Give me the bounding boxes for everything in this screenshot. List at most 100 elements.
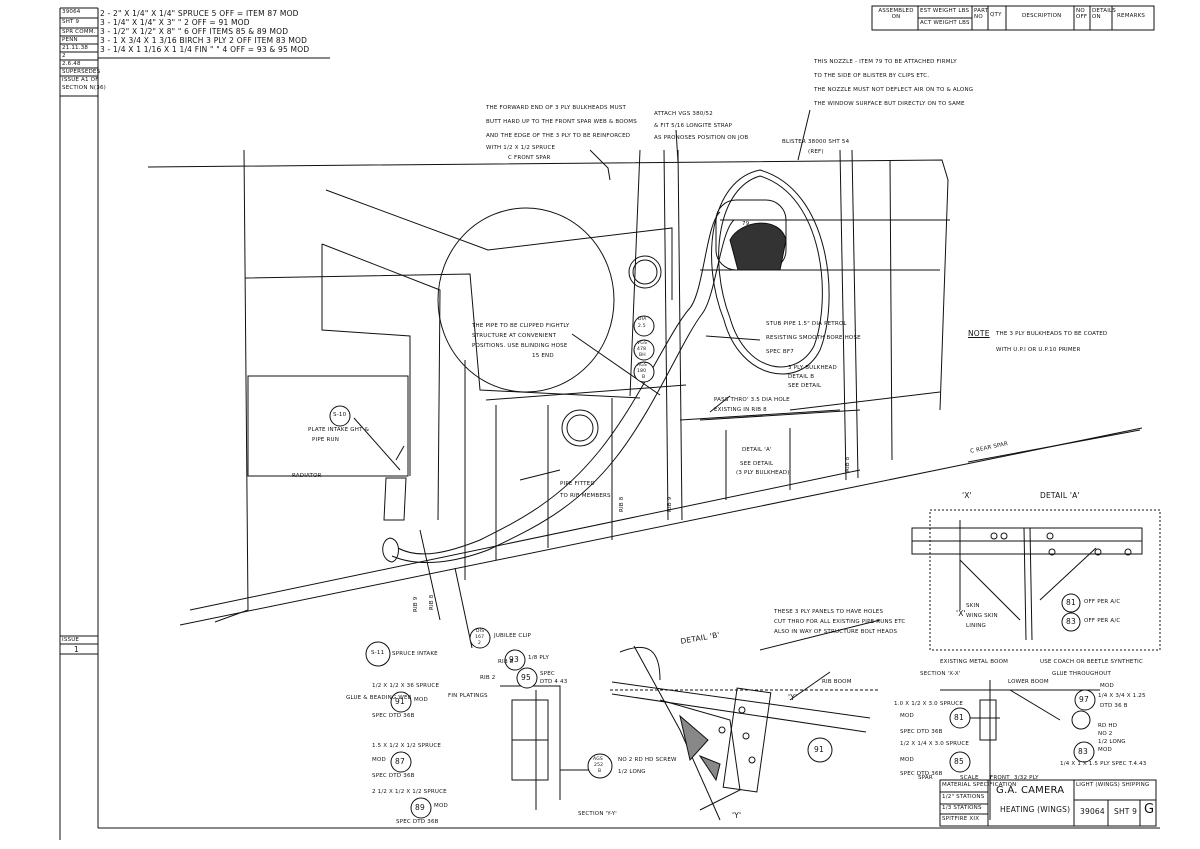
rev-description: Description bbox=[1022, 13, 1062, 19]
spec-91: 1/2 x 1/2 x 36 Spruce bbox=[372, 683, 440, 689]
blister-outline bbox=[711, 169, 830, 375]
strip-date: 21.11.38 bbox=[62, 45, 89, 51]
parts-list-line: 3 - 1/4" x 1/4" x 3" " 2 off = 91 mod bbox=[100, 18, 250, 27]
callout-97 bbox=[1074, 689, 1096, 711]
rib-label: Rib 9 bbox=[667, 496, 673, 512]
rib-boom-label: Rib Boom bbox=[822, 679, 852, 685]
strip-section: Section N(36) bbox=[62, 85, 106, 91]
y-mark: 'Y' bbox=[732, 811, 742, 820]
drawing-number: 39064 bbox=[1080, 807, 1105, 816]
existing-metal-boom: Existing Metal Boom bbox=[940, 659, 1009, 665]
bolt-note: 1/2 long bbox=[618, 769, 646, 775]
stamp-ags-text: B bbox=[642, 375, 646, 380]
rev-assembled-on: Assembled on bbox=[878, 8, 914, 20]
rev-remarks: Remarks bbox=[1117, 13, 1146, 19]
stub-pipe-note: Stub pipe 1.5" Dia Petrol bbox=[766, 321, 847, 327]
parts-list-line: 3 - 1 x 3/4 x 1 3/16 Birch 3 Ply 2 off I… bbox=[100, 36, 308, 45]
ply-bulkhead-note: See Detail bbox=[788, 383, 822, 389]
rev-part-no: Part No bbox=[974, 8, 989, 20]
strip-date2: 2.6.48 bbox=[62, 61, 81, 67]
pipe-clipped-note: structure at convenient bbox=[472, 333, 557, 339]
fin-platings-label: Fin Platings bbox=[448, 693, 488, 699]
heating-pipe bbox=[397, 211, 721, 555]
callout-85r bbox=[949, 751, 971, 773]
spec-81r: Spec DTD 36B bbox=[900, 729, 943, 735]
m2-screw-note: Rd Hd bbox=[1098, 723, 1118, 729]
spec-93: 1/8 Ply bbox=[528, 655, 550, 661]
camera-window-outline bbox=[437, 207, 615, 393]
stamp-vgs-text: BH bbox=[639, 353, 646, 358]
spec-85r: Spec DTD 36B bbox=[900, 771, 943, 777]
bolt-note: No 2 Rd Hd Screw bbox=[618, 757, 677, 763]
radiator-label: Radiator bbox=[292, 473, 322, 479]
stamp-ags-text: 180 bbox=[637, 369, 647, 374]
pipe-fitted-note: Pipe fitted bbox=[560, 481, 595, 487]
skin-label: Wing skin bbox=[966, 613, 998, 619]
ags-stamp-text: B bbox=[598, 769, 602, 774]
ags-stamp-text: AGS bbox=[593, 757, 603, 762]
strip-num: 2 bbox=[62, 53, 66, 59]
note-text: with U.P.I or U.P.10 Primer bbox=[996, 347, 1081, 353]
parts-list-line: 3 - 1/4 x 1 1/16 x 1 1/4 Fin " " 4 off =… bbox=[100, 45, 310, 54]
stamp-ags-252 bbox=[587, 753, 613, 779]
detail-a2-title: Detail 'A' bbox=[1040, 491, 1080, 500]
pipe-clipped-note: positions. Use blinding hose bbox=[472, 343, 568, 349]
callout-s11-text: S-11 bbox=[371, 650, 385, 656]
callout-81 bbox=[1061, 593, 1081, 613]
callout-95 bbox=[516, 667, 538, 689]
callout-91b bbox=[807, 737, 833, 763]
spec-89: mod bbox=[434, 803, 448, 809]
stamp-dia-text: 2.5 bbox=[638, 324, 646, 329]
wing-trailing-edge bbox=[179, 427, 1143, 626]
spec-89: 2 1/2 x 1/2 x 1/2 Spruce bbox=[372, 789, 447, 795]
front-small: Front bbox=[990, 775, 1010, 781]
callout-89 bbox=[410, 797, 432, 819]
ply-bulkhead-note: Detail B bbox=[788, 374, 815, 380]
sheet-number: SHT 9 bbox=[1114, 807, 1138, 816]
spec-97: 1/4 x 3/4 x 1.25 bbox=[1098, 693, 1146, 699]
detail-a-ref: Detail 'A' bbox=[742, 447, 772, 453]
callout-81-text: 81 bbox=[1066, 598, 1076, 607]
pass-thro-note: existing in Rib 8 bbox=[714, 407, 767, 413]
note-label: Note bbox=[968, 329, 990, 338]
use-coach-note: Glue throughout bbox=[1052, 671, 1112, 677]
skin-label: Skin bbox=[966, 603, 980, 609]
spec-87: mod bbox=[372, 757, 386, 763]
callout-s10-text: S-10 bbox=[333, 412, 347, 418]
callout-81r-text: 81 bbox=[954, 713, 964, 722]
blister-note: (Ref) bbox=[808, 149, 824, 155]
nozzle-note-line: to the side of blister by clips etc. bbox=[814, 73, 930, 79]
strip-penn: PENN bbox=[62, 37, 78, 43]
scale-label: Scale bbox=[960, 775, 979, 781]
stub-pipe-note: Spec BF7 bbox=[766, 349, 794, 355]
ply-bulkhead-note: 3 Ply Bulkhead bbox=[788, 365, 837, 371]
forward-end-note-line: with 1/2 x 1/2 Spruce bbox=[486, 145, 556, 151]
section-yy-title: Section 'Y-Y' bbox=[578, 811, 618, 817]
callout-jubilee-text: DIS bbox=[476, 629, 485, 634]
strip-issue-label: Issue bbox=[62, 637, 80, 643]
parts-list-line: 3 - 1/2" x 1/2" x 8" " 6 off Items 85 & … bbox=[100, 27, 289, 36]
jubilee-label: Jubilee Clip bbox=[494, 633, 532, 639]
spec-91: mod bbox=[414, 697, 428, 703]
spec-83r: mod bbox=[1098, 747, 1112, 753]
title-row: Spitfire XIX bbox=[942, 816, 980, 822]
detail-a-ref: (3 Ply Bulkhead) bbox=[736, 470, 790, 476]
rib-label: Rib 8 bbox=[429, 594, 435, 610]
callout-97-text: 97 bbox=[1079, 695, 1089, 704]
rev-details-on: Details on bbox=[1092, 8, 1116, 20]
strip-issue-value: 1 bbox=[74, 645, 79, 654]
rev-est-weight: Est Weight lbs bbox=[920, 8, 970, 14]
spec-89: Spec DTD 36B bbox=[396, 819, 439, 825]
stamp-ags-small bbox=[1071, 710, 1091, 730]
attach-note: as pronoses position on job bbox=[654, 135, 749, 141]
callout-jubilee-text: 167 bbox=[475, 635, 485, 640]
spec-81r: mod bbox=[900, 713, 914, 719]
spec-85r: 1/2 x 1/4 x 3.0 Spruce bbox=[900, 741, 970, 747]
revision-header-box bbox=[871, 5, 1155, 31]
pipe-fitted-note: to Rib members bbox=[560, 493, 611, 499]
drawing-subtitle: HEATING (WINGS) bbox=[1000, 805, 1071, 814]
nozzle-note-line: This nozzle - Item 79 to be attached fir… bbox=[814, 59, 957, 65]
spar-label: Spar bbox=[918, 775, 933, 781]
ags-stamp-text: 252 bbox=[594, 763, 604, 768]
